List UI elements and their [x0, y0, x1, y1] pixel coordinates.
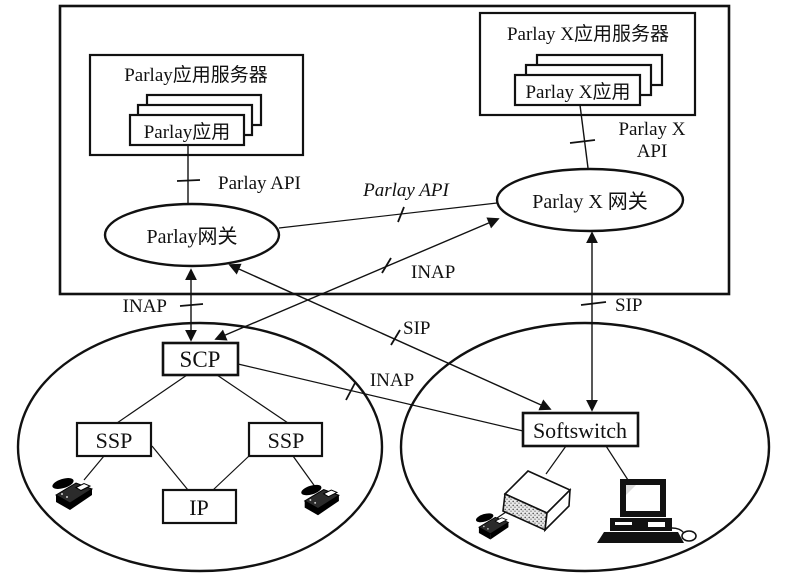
parlay-x-app-stack-front [513, 73, 642, 107]
link-sspright-ip [212, 455, 250, 491]
link-sspleft-ip [151, 445, 189, 491]
scp-label: SCP [180, 347, 221, 372]
label-parlay-x-api-line2: API [637, 141, 668, 162]
desktop-computer-icon [597, 479, 697, 543]
scp-box [161, 341, 240, 377]
parlay-gateway-label: Parlay网关 [146, 225, 237, 248]
tick-sip-right [580, 301, 607, 306]
parlay-x-gateway-label: Parlay X 网关 [532, 190, 648, 213]
tick-inap-left [179, 303, 204, 307]
ssp-right-box [247, 421, 324, 458]
tick-parlay-x-api [569, 139, 596, 144]
tick-parlay-api [176, 179, 201, 182]
label-parlay-x-api-line1: Parlay X [618, 119, 685, 140]
telephone-icon [299, 482, 340, 516]
mouse-icon [681, 530, 697, 542]
softswitch-label: Softswitch [533, 418, 627, 443]
link-sspleft-phone [83, 455, 105, 481]
tick-sip-mid [390, 329, 401, 346]
link-scp-softswitch [237, 363, 524, 432]
telephone-icon [474, 511, 509, 540]
label-parlay-api-mid: Parlay API [362, 180, 450, 201]
ssp-left-box [75, 421, 153, 458]
link-softswitch-mediagateway [545, 445, 567, 475]
ngn-network-ellipse [399, 321, 771, 573]
link-parlayxapp-xgateway [579, 104, 589, 169]
label-sip-right: SIP [615, 295, 642, 316]
link-sspright-phone [292, 455, 317, 489]
label-inap-left: INAP [123, 296, 167, 317]
label-inap-mid: INAP [411, 262, 455, 283]
link-softswitch-computer [605, 445, 629, 481]
parlay-app-server: Parlay应用服务器 Parlay应用 [88, 53, 305, 157]
ip-label: IP [189, 495, 209, 520]
ssp-right-label: SSP [268, 428, 305, 453]
link-gateway-softswitch [228, 263, 552, 411]
parlay-x-gateway-ellipse [495, 167, 685, 233]
softswitch-box [521, 411, 640, 448]
parlay-app-server-title: Parlay应用服务器 [124, 64, 268, 86]
telephone-icon [50, 475, 93, 511]
parlay-x-app-server-title: Parlay X应用服务器 [507, 23, 669, 45]
label-inap-low: INAP [370, 370, 414, 391]
media-gateway-icon [502, 470, 572, 533]
link-scp-xgateway [214, 217, 500, 341]
label-sip-mid: SIP [403, 318, 430, 339]
label-parlay-api-left: Parlay API [218, 173, 301, 194]
ip-box [161, 488, 238, 525]
link-scp-ssp-right [216, 374, 289, 424]
parlay-app-stack-front [128, 113, 246, 147]
pstn-in-network-ellipse [16, 321, 384, 573]
tick-inap-low [345, 382, 356, 401]
ssp-left-label: SSP [96, 428, 133, 453]
parlay-x-app-label: Parlay X应用 [525, 81, 630, 103]
link-gateway-xgateway [278, 202, 498, 229]
link-scp-ssp-left [116, 374, 188, 424]
parlay-x-app-server: Parlay X应用服务器 Parlay X应用 [478, 11, 697, 117]
parlay-app-label: Parlay应用 [144, 121, 231, 143]
